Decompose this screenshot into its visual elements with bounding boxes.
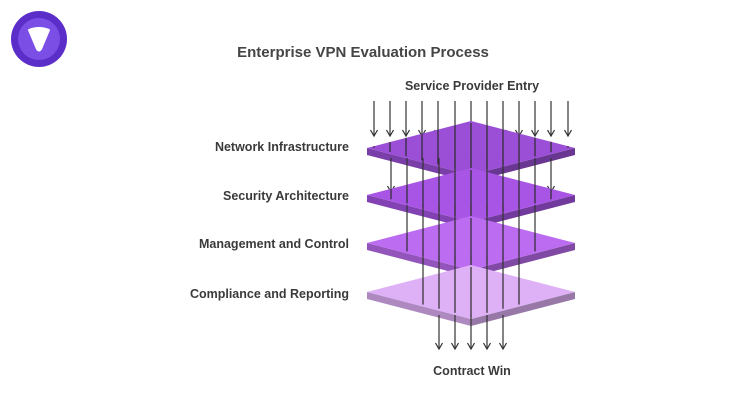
flow-arrow (417, 101, 427, 138)
layer-side-left (367, 243, 471, 277)
brand-shield-icon (11, 11, 67, 67)
flow-arrow (434, 315, 444, 351)
flow-arrow (401, 101, 411, 138)
flow-arrow (498, 315, 508, 351)
layer-side-left (367, 148, 471, 182)
layer-label-management-and-control: Management and Control (198, 237, 349, 251)
layer-side-right (471, 148, 575, 182)
layer-side-right (471, 195, 575, 229)
layer-label-compliance-and-reporting: Compliance and Reporting (189, 287, 349, 301)
exit-label: Contract Win (433, 364, 511, 378)
flow-arrow (546, 101, 556, 138)
flow-arrow (530, 101, 540, 138)
flow-arrow (563, 101, 573, 138)
layer-label-security-architecture: Security Architecture (223, 189, 349, 203)
flow-arrow (514, 101, 524, 138)
flow-arrow (482, 315, 492, 351)
flow-arrow (385, 101, 395, 138)
page-title: Enterprise VPN Evaluation Process (237, 44, 489, 61)
layer-side-right (471, 243, 575, 277)
layer-side-left (367, 292, 471, 326)
layer-label-network-infrastructure: Network Infrastructure (214, 140, 349, 154)
flow-arrow (546, 158, 556, 194)
layer-side-right (471, 292, 575, 326)
flow-arrow (369, 101, 379, 138)
flow-arrow (386, 158, 396, 194)
flow-arrow (466, 315, 476, 351)
flow-arrow (450, 315, 460, 351)
layer-side-left (367, 195, 471, 229)
entry-label: Service Provider Entry (404, 79, 540, 93)
